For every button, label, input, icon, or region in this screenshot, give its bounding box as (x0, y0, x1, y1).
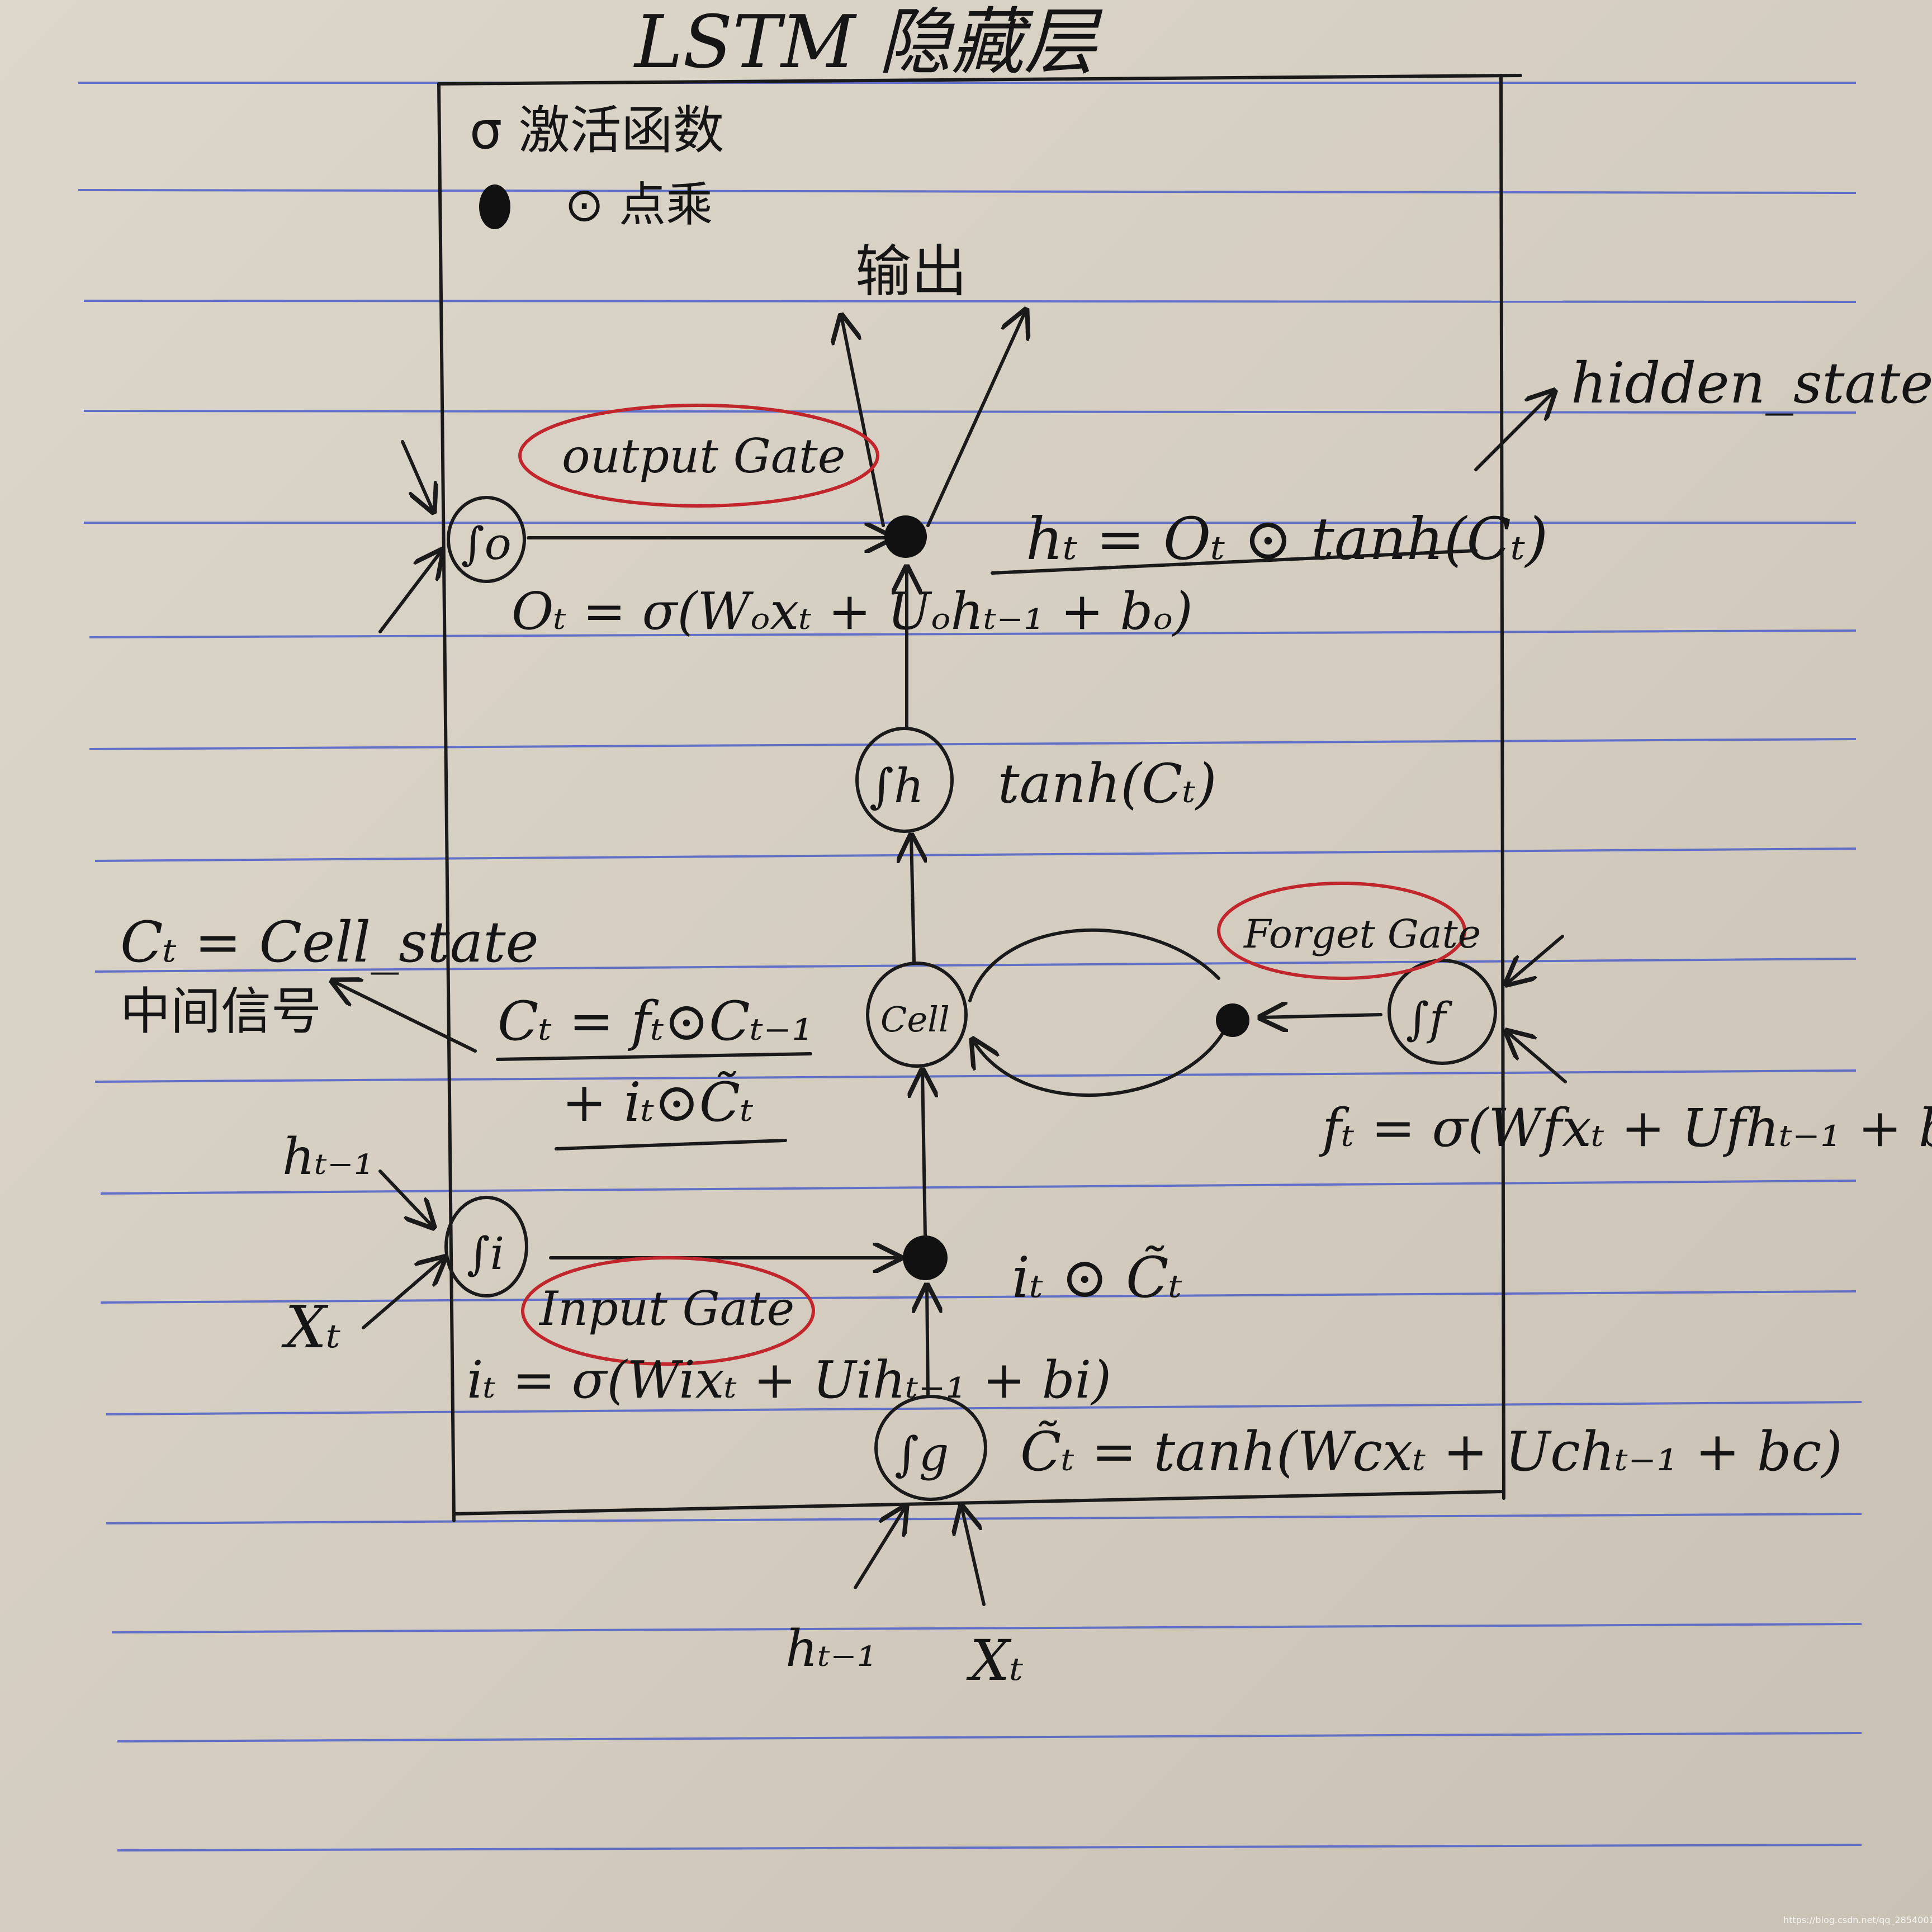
svg-text:∫f: ∫f (1406, 993, 1453, 1045)
cell-annotation-line1: Cₜ = Cell_state (120, 910, 539, 975)
forget-gate-in-top (1507, 935, 1564, 984)
output-gate-tag: output Gate (562, 429, 845, 484)
input-product-dot (903, 1235, 948, 1280)
cell-loop-top (968, 928, 1220, 1002)
input-gate-tag-ring (521, 1256, 815, 1366)
hidden-state-equation: hₜ = Oₜ ⊙ tanh(Cₜ) (1026, 505, 1548, 573)
sigma-legend: σ 激活函数 (470, 101, 724, 160)
output-product-dot (884, 515, 927, 558)
input-gate-in-h: hₜ₋₁ (282, 1128, 374, 1186)
output-gate-in-top (401, 440, 433, 512)
cell-annotation-line2: 中间信号 (120, 982, 321, 1041)
candidate-in-x: Xₜ (966, 1628, 1024, 1693)
cell-equation-rule2 (555, 1139, 787, 1150)
hidden-state-arrow (1474, 391, 1554, 471)
hidden-equation-underline (991, 549, 1478, 575)
cell-equation-line1: Cₜ = fₜ⊙Cₜ₋₁ (498, 990, 813, 1053)
tanh-node-text: tanh(Cₜ) (998, 752, 1217, 815)
output-gate-node: ∫o (447, 496, 526, 583)
output-label: 输出 (855, 239, 967, 304)
svg-text:∫i: ∫i (467, 1228, 504, 1280)
cell-loop-bottom (973, 1024, 1229, 1097)
output-arrow-left (841, 316, 885, 527)
ruled-lines (78, 82, 1862, 1852)
candidate-equation: C̃ₜ = tanh(Wcxₜ + Uchₜ₋₁ + bc) (1020, 1420, 1843, 1483)
output-arrow-right (926, 310, 1026, 527)
candidate-in-h-arrow (854, 1507, 906, 1589)
forget-gate-to-product (1261, 1015, 1382, 1017)
diagram-title: LSTM 隐藏层 (633, 0, 1103, 84)
forget-gate-tag: Forget Gate (1243, 911, 1481, 957)
cell-node: Cell (866, 962, 968, 1068)
input-gate-node: ∫i (444, 1196, 528, 1298)
output-gate-tag-ring (518, 404, 879, 508)
input-product-label: iₜ ⊙ C̃ₜ (1012, 1245, 1182, 1310)
candidate-in-x-arrow (962, 1507, 986, 1606)
cell-equation-line2: + iₜ⊙C̃ₜ (562, 1071, 754, 1134)
dot-product-legend: ⊙ 点乘 (565, 177, 713, 232)
input-gate-in-h-arrow (378, 1169, 433, 1227)
svg-text:∫h: ∫h (869, 759, 924, 813)
svg-text:∫o: ∫o (461, 518, 512, 570)
hidden-state-label: hidden_state (1571, 351, 1932, 416)
tanh-node: ∫h (855, 727, 954, 833)
watermark: https://blog.csdn.net/qq_2854001 (1783, 1915, 1932, 1926)
output-gate-in-bottom (378, 551, 442, 633)
forget-gate-tag-ring (1217, 882, 1466, 980)
forget-product-dot (1216, 1003, 1249, 1037)
input-gate-in-x: Xₜ (281, 1293, 341, 1361)
input-gate-in-x-arrow (362, 1258, 444, 1329)
input-gate-equation: iₜ = σ(Wixₜ + Uihₜ₋₁ + bi) (467, 1350, 1111, 1410)
candidate-in-h: hₜ₋₁ (785, 1620, 877, 1678)
svg-text:Cell: Cell (880, 999, 950, 1040)
forget-gate-in-bottom (1507, 1031, 1567, 1083)
dot-product-symbol (479, 184, 510, 229)
cell-equation-rule1 (496, 1052, 812, 1061)
output-gate-equation: Oₜ = σ(Wₒxₜ + Uₒhₜ₋₁ + bₒ) (512, 581, 1193, 641)
cell-to-tanh (911, 836, 914, 963)
forget-gate-node: ∫f (1388, 959, 1497, 1065)
svg-text:∫g: ∫g (894, 1427, 949, 1481)
forget-gate-equation: fₜ = σ(Wfxₜ + Ufhₜ₋₁ + bf) (1319, 1098, 1932, 1159)
input-product-to-cell (922, 1071, 925, 1237)
input-gate-tag: Input Gate (538, 1281, 794, 1336)
candidate-node: ∫g (874, 1395, 987, 1501)
cell-annotation-arrow (333, 981, 477, 1053)
candidate-to-product (927, 1286, 928, 1396)
